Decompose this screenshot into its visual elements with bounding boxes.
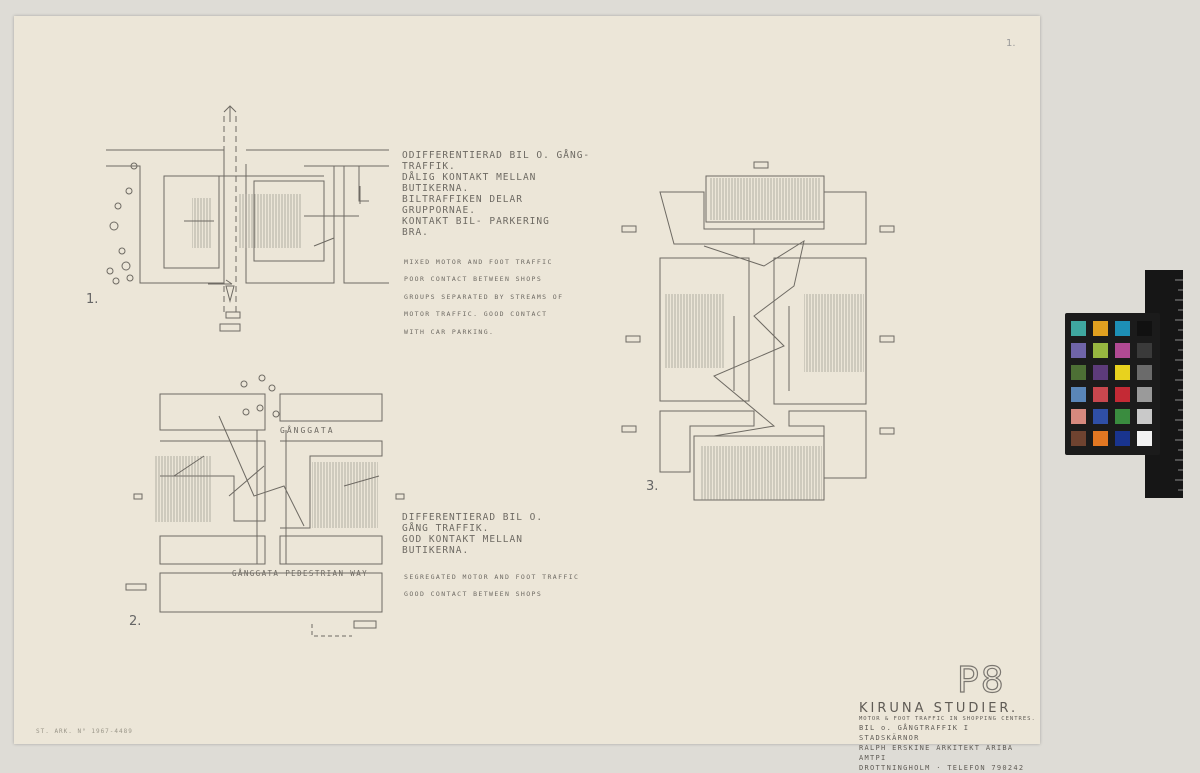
plan-2-english-note: SEGREGATED MOTOR AND FOOT TRAFFIC	[404, 573, 580, 581]
plan-2-pedestrian-way-label: GÅNGGATA PEDESTRIAN WAY	[232, 569, 369, 578]
catalog-note: ST. ARK. N° 1967-4489	[36, 728, 133, 735]
color-swatch	[1093, 365, 1108, 380]
color-swatch	[1137, 343, 1152, 358]
plan-1-english-note: POOR CONTACT BETWEEN SHOPS	[404, 275, 543, 283]
plan-1-note-line: DÅLIG KONTAKT MELLAN	[402, 172, 537, 183]
plan-1-english-note: WITH CAR PARKING.	[404, 328, 495, 336]
plan-3-sketch	[621, 161, 895, 501]
color-swatch	[1071, 343, 1086, 358]
color-swatch	[1093, 431, 1108, 446]
plan-1-note-line: GRUPPORNAE.	[402, 205, 476, 216]
plan-2-number: 2.	[129, 614, 142, 629]
color-swatch	[1137, 365, 1152, 380]
color-swatch	[1093, 409, 1108, 424]
color-swatch	[1115, 387, 1130, 402]
plan-2-note-line: DIFFERENTIERAD BIL o.	[402, 512, 544, 523]
color-swatch	[1093, 387, 1108, 402]
architect-office: RALPH ERSKINE ARKITEKT ARIBA AMTPI	[859, 744, 1014, 762]
plan-2-note-line: BUTIKERNA.	[402, 545, 470, 556]
plan-3-number: 3.	[646, 479, 659, 494]
color-swatch	[1071, 365, 1086, 380]
plan-1-note-line: KONTAKT BIL- PARKERING	[402, 216, 550, 227]
plan-2-note-line: GÅNG TRAFFIK.	[402, 523, 490, 534]
color-swatch	[1137, 387, 1152, 402]
color-swatch	[1093, 343, 1108, 358]
title: KIRUNA STUDIER.	[859, 701, 1019, 716]
plan-1-note-line: ODIFFERENTIERAD BIL o. GÅNG-	[402, 150, 591, 161]
plan-1-sketch	[106, 105, 389, 332]
drawing-sheet: 1. ODIFFERENTIERAD BIL o. GÅNG- TRAFFIK.…	[14, 16, 1040, 772]
color-swatch	[1071, 409, 1086, 424]
plan-1-english-note: MOTOR TRAFFIC. GOOD CONTACT	[404, 310, 548, 318]
architectural-drawing	[106, 105, 895, 637]
plan-1-english-note: GROUPS SEPARATED BY STREAMS OF	[404, 293, 564, 301]
plan-2-note-line: GOD KONTAKT MELLAN	[402, 534, 523, 545]
color-swatch	[1137, 321, 1152, 336]
p8-stamp: P8	[956, 659, 1006, 701]
color-swatch	[1115, 343, 1130, 358]
plan-2-swedish-notes: DIFFERENTIERAD BIL o. GÅNG TRAFFIK. GOD …	[402, 512, 543, 556]
color-swatch	[1071, 387, 1086, 402]
subtitle-english: MOTOR & FOOT TRAFFIC IN SHOPPING CENTRES…	[859, 716, 1036, 722]
plan-1-note-line: BILTRAFFIKEN DELAR	[402, 194, 523, 205]
plan-1-note-line: BUTIKERNA.	[402, 183, 470, 194]
color-swatch	[1115, 431, 1130, 446]
color-swatch	[1115, 321, 1130, 336]
color-swatch	[1137, 431, 1152, 446]
color-swatch	[1115, 365, 1130, 380]
sheet-number: 1.	[1006, 38, 1016, 49]
plan-1-english-note: MIXED MOTOR AND FOOT TRAFFIC	[404, 258, 553, 266]
plan-2-english-note: GOOD CONTACT BETWEEN SHOPS	[404, 590, 543, 598]
color-swatch	[1071, 431, 1086, 446]
subtitle-swedish-1: BIL o. GÅNGTRAFFIK I	[859, 724, 970, 732]
subtitle-swedish-2: STADSKÄRNOR	[859, 734, 920, 742]
color-swatch	[1115, 409, 1130, 424]
color-swatch	[1137, 409, 1152, 424]
address-phone: DROTTNINGHOLM · TELEFON 790242	[859, 764, 1025, 772]
plan-1-swedish-notes: ODIFFERENTIERAD BIL o. GÅNG- TRAFFIK. DÅ…	[402, 150, 590, 238]
plan-2-sketch	[125, 374, 405, 637]
plan-1-number: 1.	[86, 292, 99, 307]
plan-2-street-label: GÅNGGATA	[280, 426, 335, 435]
plan-1-note-line: BRA.	[402, 227, 429, 238]
title-block: KIRUNA STUDIER. MOTOR & FOOT TRAFFIC IN …	[859, 702, 1040, 773]
color-swatch	[1071, 321, 1086, 336]
color-checker	[1065, 313, 1160, 455]
color-swatch	[1093, 321, 1108, 336]
plan-1-note-line: TRAFFIK.	[402, 161, 456, 172]
